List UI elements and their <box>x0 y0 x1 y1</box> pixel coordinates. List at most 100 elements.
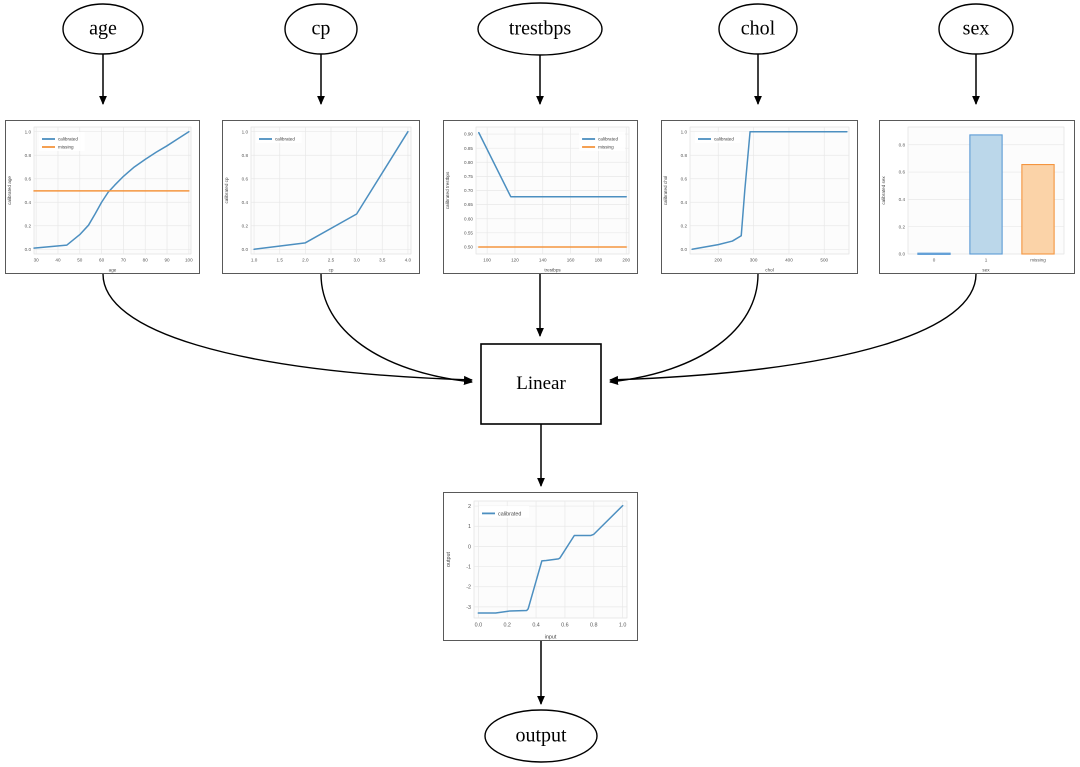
x-tick-label: 200 <box>622 258 630 263</box>
y-axis-label: calibrated chol <box>663 176 668 206</box>
y-tick-label: 0.2 <box>899 224 906 229</box>
y-tick-label: 0.8 <box>242 153 249 158</box>
bar-1 <box>969 134 1003 255</box>
y-tick-label: 0.80 <box>464 160 473 165</box>
node-cp[interactable] <box>284 3 358 55</box>
x-axis-label: chol <box>765 268 773 273</box>
x-tick-label: 100 <box>483 258 491 263</box>
x-tick-label: 90 <box>164 258 170 263</box>
y-tick-label: 0.4 <box>899 197 906 202</box>
y-tick-label: 0.6 <box>899 170 906 175</box>
edge-cp-chart-to-linear <box>320 273 473 386</box>
edge-chol-chart-to-linear <box>609 273 759 385</box>
x-tick-label: 2.0 <box>302 258 309 263</box>
y-tick-label: 0.2 <box>242 223 249 228</box>
y-tick-label: -3 <box>466 605 471 611</box>
legend: calibrated missing <box>39 132 85 151</box>
x-tick-label: 70 <box>121 258 127 263</box>
y-tick-label: 0.8 <box>899 142 906 147</box>
node-output[interactable] <box>484 709 598 763</box>
bar-0 <box>917 252 951 255</box>
legend: calibrated missing <box>579 132 625 151</box>
x-axis-label: cp <box>329 268 334 273</box>
x-tick-label: 160 <box>567 258 575 263</box>
legend-label: calibrated <box>275 137 295 142</box>
y-tick-label: 0.0 <box>242 247 249 252</box>
bar-missing <box>1021 164 1055 255</box>
x-tick-label: 2.5 <box>328 258 335 263</box>
y-tick-label: 0.0 <box>25 247 32 252</box>
x-tick-label: 120 <box>511 258 519 263</box>
y-axis-label: output <box>446 552 452 567</box>
x-axis-label: age <box>109 268 117 273</box>
x-tick-label: 60 <box>99 258 105 263</box>
legend-label: missing <box>58 145 74 150</box>
x-tick-label: 50 <box>77 258 83 263</box>
x-tick-label: 0.6 <box>561 622 569 628</box>
x-tick-label: 0.8 <box>590 622 598 628</box>
node-trestbps[interactable] <box>477 2 603 56</box>
node-chol[interactable] <box>718 3 798 55</box>
y-axis-label: calibrated cp <box>224 177 229 203</box>
y-tick-label: 0.90 <box>464 132 473 137</box>
y-tick-label: 0.85 <box>464 146 473 151</box>
x-tick-label: 0.0 <box>475 622 483 628</box>
edge-sex-chart-to-linear <box>609 273 977 384</box>
series-calibrated <box>253 130 409 251</box>
y-tick-label: 0.8 <box>681 153 688 158</box>
legend-label: missing <box>598 145 614 150</box>
x-tick-label: 100 <box>185 258 193 263</box>
x-axis-label: sex <box>982 268 990 273</box>
series-calibrated <box>477 504 624 614</box>
y-axis-label: calibrated age <box>7 176 12 205</box>
y-tick-label: 0.0 <box>681 247 688 252</box>
y-tick-label: 0.60 <box>464 216 473 221</box>
y-tick-label: 0.4 <box>242 200 249 205</box>
x-tick-label: 30 <box>34 258 40 263</box>
legend-label: calibrated <box>498 511 521 517</box>
y-tick-label: 0.70 <box>464 188 473 193</box>
legend: calibrated <box>695 132 741 143</box>
x-tick-label: 1.5 <box>277 258 284 263</box>
x-tick-label: 0.4 <box>532 622 540 628</box>
y-tick-label: 0 <box>468 544 471 550</box>
y-axis-label: calibrated sex <box>881 176 886 205</box>
node-linear[interactable] <box>480 343 602 425</box>
y-tick-label: 1 <box>468 524 471 530</box>
node-sex[interactable] <box>938 3 1014 55</box>
y-tick-label: 0.4 <box>681 200 688 205</box>
y-tick-label: 1.0 <box>681 129 688 134</box>
x-tick-label: 3.5 <box>379 258 386 263</box>
x-tick-label: 200 <box>714 258 722 263</box>
y-tick-label: 0.75 <box>464 174 473 179</box>
node-age[interactable] <box>62 3 144 55</box>
y-tick-label: 0.65 <box>464 202 473 207</box>
series-calibrated <box>478 131 627 198</box>
x-axis-label: input <box>545 635 557 641</box>
y-tick-label: 0.4 <box>25 200 32 205</box>
legend-label: calibrated <box>598 137 618 142</box>
y-tick-label: 1.0 <box>25 129 32 134</box>
y-tick-label: -2 <box>466 585 471 591</box>
edge-age-chart-to-linear <box>102 273 473 384</box>
y-axis-label: calibrated trestbps <box>445 171 450 209</box>
legend-label: calibrated <box>58 137 78 142</box>
y-tick-label: 0.6 <box>242 176 249 181</box>
x-tick-label: 300 <box>750 258 758 263</box>
legend-label: calibrated <box>714 137 734 142</box>
legend: calibrated <box>256 132 302 143</box>
x-tick-label: 1.0 <box>619 622 627 628</box>
x-tick-label: 500 <box>820 258 828 263</box>
x-tick-label: 140 <box>539 258 547 263</box>
